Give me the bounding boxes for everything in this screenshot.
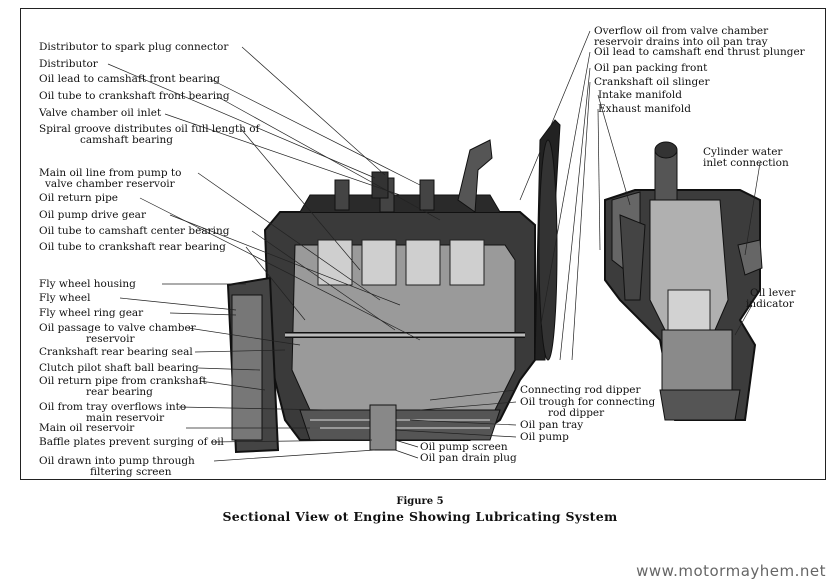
label-intake-manifold: Intake manifold: [598, 89, 682, 101]
leader-lines: [107, 30, 761, 462]
label-cylinder-water-2: inlet connection: [703, 157, 789, 169]
watermark: www.motormayhem.net: [636, 562, 826, 580]
label-fly-wheel: Fly wheel: [39, 292, 91, 304]
label-oil-lead-thrust-plunger: Oil lead to camshaft end thrust plunger: [594, 46, 805, 58]
label-oil-pump-drive-gear: Oil pump drive gear: [39, 209, 146, 221]
label-oil-passage-2: reservoir: [86, 333, 135, 345]
label-oil-pan-tray: Oil pan tray: [520, 419, 584, 431]
figure-title: Sectional View ot Engine Showing Lubrica…: [222, 509, 618, 524]
label-oil-trough: Oil trough for connecting: [520, 396, 656, 408]
figure-number: Figure 5: [396, 496, 444, 507]
label-oil-return-pipe-rear-2: rear bearing: [86, 386, 153, 398]
label-oil-tube-crankshaft-front: Oil tube to crankshaft front bearing: [39, 90, 230, 102]
label-exhaust-manifold: Exhaust manifold: [598, 103, 691, 115]
label-oil-pump: Oil pump: [520, 431, 569, 443]
label-spiral-groove: Spiral groove distributes oil full lengt…: [39, 123, 260, 135]
label-fly-wheel-ring-gear: Fly wheel ring gear: [39, 307, 144, 319]
label-fly-wheel-housing: Fly wheel housing: [39, 278, 136, 290]
engine-side-section: [226, 119, 561, 454]
label-oil-trough-2: rod dipper: [548, 407, 605, 419]
label-oil-tray-overflow-2: main reservoir: [86, 412, 165, 424]
label-connecting-rod-dipper: Connecting rod dipper: [520, 384, 641, 396]
label-oil-return-pipe: Oil return pipe: [39, 192, 119, 204]
figure-frame: [20, 8, 826, 480]
label-crankshaft-oil-slinger: Crankshaft oil slinger: [594, 76, 710, 88]
label-oil-pump-screen: Oil pump screen: [420, 441, 508, 453]
label-oil-lever: Oil lever: [750, 287, 796, 299]
label-overflow-oil: Overflow oil from valve chamber: [594, 25, 769, 37]
label-oil-tray-overflow: Oil from tray overflows into: [39, 401, 187, 413]
label-oil-tube-camshaft-center: Oil tube to camshaft center bearing: [39, 225, 230, 237]
label-baffle-plates: Baffle plates prevent surging of oil: [39, 436, 224, 448]
label-oil-pan-drain-plug: Oil pan drain plug: [420, 452, 517, 464]
label-main-oil-line-2: valve chamber reservoir: [45, 178, 175, 190]
label-distributor: Distributor: [39, 58, 98, 70]
label-clutch-pilot-bearing: Clutch pilot shaft ball bearing: [39, 362, 199, 374]
label-oil-tube-crankshaft-rear: Oil tube to crankshaft rear bearing: [39, 241, 226, 253]
label-spiral-groove-2: camshaft bearing: [80, 134, 174, 146]
label-oil-lever-2: indicator: [746, 298, 794, 310]
label-crankshaft-rear-seal: Crankshaft rear bearing seal: [39, 346, 193, 358]
label-main-oil-line: Main oil line from pump to: [39, 167, 182, 179]
label-oil-pan-packing-front: Oil pan packing front: [594, 62, 708, 74]
engine-end-section: [604, 141, 763, 421]
label-overflow-oil-2: reservoir drains into oil pan tray: [594, 36, 768, 48]
label-cylinder-water: Cylinder water: [703, 146, 783, 158]
label-valve-chamber-oil-inlet: Valve chamber oil inlet: [39, 107, 162, 119]
label-oil-return-pipe-rear: Oil return pipe from crankshaft: [39, 375, 207, 387]
label-distributor-connector: Distributor to spark plug connector: [39, 41, 229, 53]
label-oil-drawn-into-pump-2: filtering screen: [90, 466, 172, 478]
label-main-oil-reservoir: Main oil reservoir: [39, 422, 135, 434]
label-oil-passage: Oil passage to valve chamber: [39, 322, 196, 334]
label-oil-lead-camshaft-front: Oil lead to camshaft front bearing: [39, 73, 220, 85]
label-oil-drawn-into-pump: Oil drawn into pump through: [39, 455, 195, 467]
